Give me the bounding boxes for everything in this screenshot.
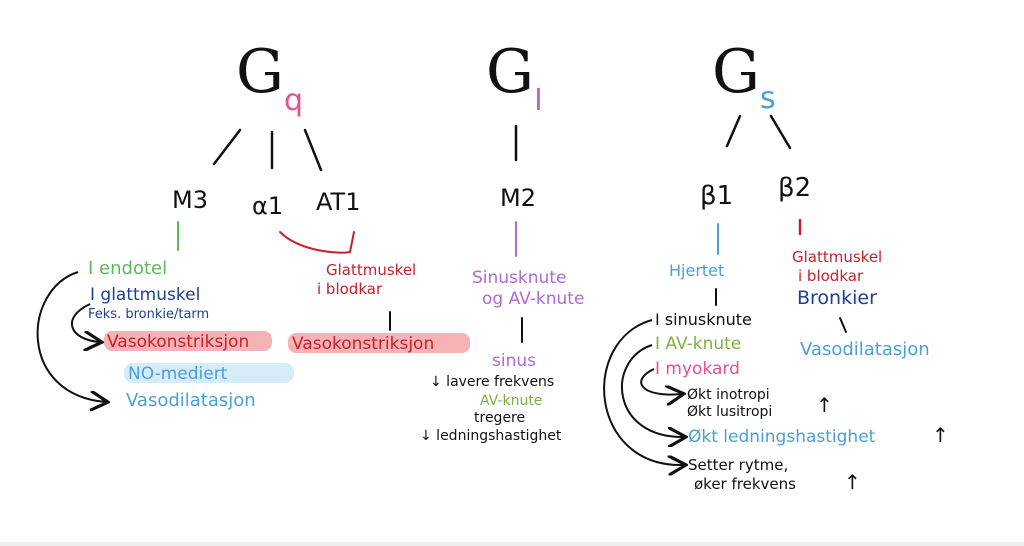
- gi-ledningshastighet: ↓ ledningshastighet: [420, 428, 562, 444]
- b2-bronkier: Bronkier: [797, 287, 877, 309]
- m2-sinusknute: Sinusknute: [472, 268, 566, 288]
- b1-oker-frekvens: øker frekvens: [694, 475, 796, 493]
- b2-vasodilatasjon: Vasodilatasjon: [800, 339, 930, 360]
- gs-branch-b1: [725, 114, 742, 148]
- no-mediert-highlight: [124, 363, 294, 383]
- b1-ledningshastighet: Økt ledningshastighet: [688, 427, 876, 447]
- gi-tregere: tregere: [474, 410, 525, 426]
- a1-glattmuskel: Glattmuskel: [326, 261, 416, 279]
- b1-av-knute: I AV-knute: [655, 334, 741, 354]
- gi-av-knute: AV-knute: [480, 393, 542, 409]
- arrow-glatt-to-vasokonstriksjon: [70, 303, 100, 342]
- a1-blodkar: i blodkar: [317, 280, 383, 298]
- b1-inotropi-up-arrow: ↑: [816, 393, 833, 417]
- b1-setter-rytme: Setter rytme,: [688, 456, 788, 474]
- m3-feks: Feks. bronkie/tarm: [88, 307, 209, 322]
- gs-subscript: s: [760, 81, 776, 116]
- receptor-m3: M3: [172, 186, 208, 214]
- gq-title: G: [236, 37, 284, 107]
- gq-group: G q M3 α1 AT1 I endotel I glattmuskel Fe…: [36, 37, 470, 411]
- arrow-sinus-to-rytme: [603, 319, 684, 465]
- receptor-beta2: β2: [778, 173, 811, 203]
- gi-title: G: [486, 37, 534, 107]
- gs-branch-b2: [769, 114, 792, 150]
- b2-glattmuskel: Glattmuskel: [792, 248, 882, 266]
- receptor-beta1: β1: [700, 181, 733, 211]
- m3-vasokonstriksjon-highlight: [104, 331, 272, 351]
- gi-sinus: sinus: [492, 351, 536, 371]
- gq-subscript: q: [284, 83, 303, 118]
- m3-vasodilatasjon: Vasodilatasjon: [126, 390, 256, 411]
- b1-frekvens-up-arrow: ↑: [844, 470, 861, 494]
- gs-group: G s β1 β2 Hjertet I sinusknute I AV-knut…: [603, 37, 949, 494]
- receptor-alpha1: α1: [252, 192, 283, 220]
- a1-vasokonstriksjon-highlight: [288, 333, 470, 353]
- b2-down-line: [839, 317, 847, 333]
- receptor-at1: AT1: [316, 188, 360, 216]
- m3-no-mediert: NO-mediert: [128, 364, 228, 384]
- gi-lavere-frekvens: ↓ lavere frekvens: [430, 374, 554, 390]
- arrow-av-to-ledning: [621, 344, 684, 437]
- a1-at1-connector: [279, 231, 355, 254]
- arrow-endotel-to-vasodilatasjon: [36, 271, 106, 402]
- bottom-border: [0, 542, 1024, 546]
- receptor-m2: M2: [500, 184, 536, 212]
- gs-title: G: [712, 37, 760, 107]
- gi-group: G I M2 Sinusknute og AV-knute sinus ↓ la…: [420, 37, 584, 444]
- m3-vasokonstriksjon: Vasokonstriksjon: [107, 332, 249, 352]
- gq-branch-at1: [303, 128, 323, 172]
- b1-lusitropi: Økt lusitropi: [687, 404, 772, 420]
- b2-blodkar: i blodkar: [798, 267, 864, 285]
- a1-vasokonstriksjon: Vasokonstriksjon: [292, 334, 434, 354]
- m2-av-knute: og AV-knute: [482, 289, 584, 309]
- b1-sinusknute: I sinusknute: [655, 310, 752, 329]
- b1-inotropi: Økt inotropi: [687, 387, 770, 403]
- b1-ledning-up-arrow: ↑: [932, 423, 949, 447]
- b1-myokard: I myokard: [655, 359, 740, 379]
- arrow-myokard-to-inotropi: [640, 368, 682, 395]
- b1-hjertet: Hjertet: [669, 261, 724, 280]
- m3-glattmuskel: I glattmuskel: [90, 285, 200, 305]
- gq-branch-m3: [212, 128, 242, 166]
- m3-endotel: I endotel: [88, 258, 167, 279]
- gi-subscript: I: [534, 83, 543, 118]
